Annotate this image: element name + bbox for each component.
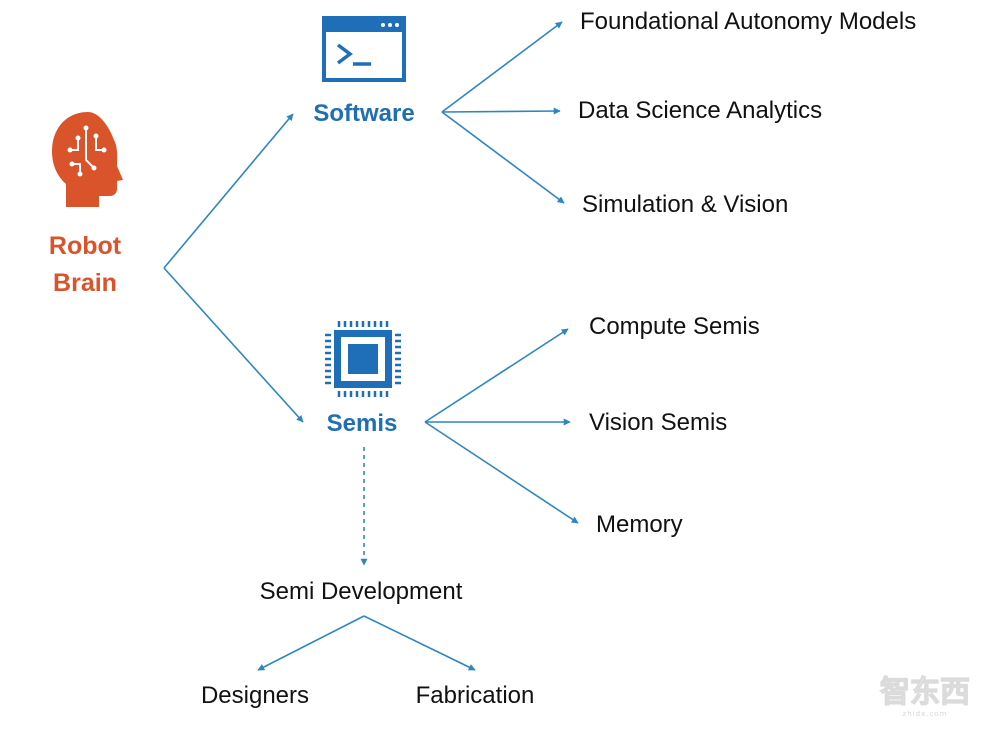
terminal-window-icon <box>322 16 406 82</box>
arrow-semi-dev-to-designers <box>257 615 365 671</box>
semi-development-label: Semi Development <box>260 578 463 605</box>
watermark-logo: 智东西 zhidx.com <box>879 674 970 718</box>
designers-label: Designers <box>201 682 309 709</box>
head-brain-icon <box>52 112 123 207</box>
chip-icon <box>325 321 401 397</box>
arrow-semis-to-memory <box>424 421 579 524</box>
arrow-software-to-foundational <box>441 21 563 113</box>
simulation-vision-label: Simulation & Vision <box>582 191 788 218</box>
arrow-brain-to-semis <box>163 267 304 423</box>
arrow-semis-to-compute <box>424 328 569 423</box>
semis-label: Semis <box>327 410 398 437</box>
arrow-software-to-data-science <box>441 107 561 115</box>
connectors <box>163 21 579 671</box>
arrow-brain-to-software <box>163 113 294 269</box>
fabrication-label: Fabrication <box>416 682 535 709</box>
compute-semis-label: Compute Semis <box>589 313 760 340</box>
arrow-software-to-simulation <box>441 111 565 204</box>
data-science-analytics-label: Data Science Analytics <box>578 97 822 124</box>
arrow-semi-dev-to-fabrication <box>363 615 476 671</box>
watermark-logo-text: 智东西 <box>880 675 970 710</box>
software-label: Software <box>313 100 414 127</box>
memory-label: Memory <box>596 511 683 538</box>
foundational-autonomy-models-label: Foundational Autonomy Models <box>580 8 916 35</box>
watermark-sub-text: zhidx.com <box>903 710 948 718</box>
vision-semis-label: Vision Semis <box>589 409 727 436</box>
robot-brain-label-line1: Robot <box>49 232 122 260</box>
robot-brain-label-line2: Brain <box>53 269 117 297</box>
